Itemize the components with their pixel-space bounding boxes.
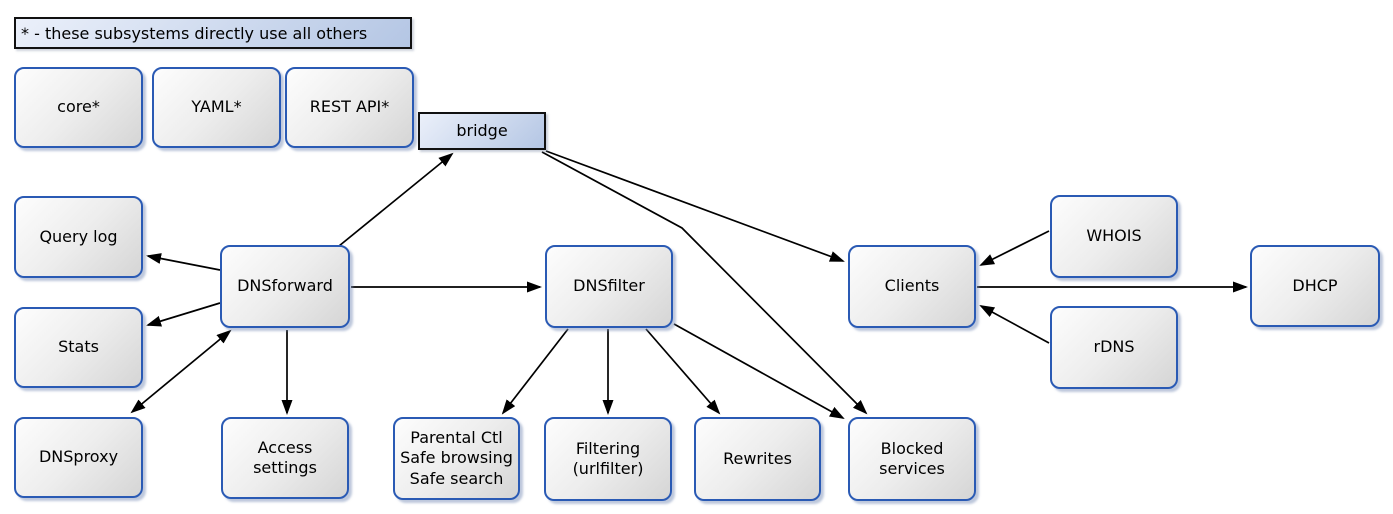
- node-label: Query log: [39, 226, 118, 246]
- node-rdns: rDNS: [1050, 306, 1178, 389]
- node-label: Clients: [884, 276, 940, 296]
- node-label: bridge: [456, 120, 508, 140]
- node-label: Safe search: [409, 468, 504, 488]
- node-label: Access: [257, 437, 313, 457]
- edge-dnsforward-to-dnsproxy: [130, 329, 232, 414]
- node-label: Blocked: [880, 438, 944, 458]
- node-label: DNSproxy: [38, 447, 119, 467]
- legend-text: * - these subsystems directly use all ot…: [21, 23, 368, 43]
- node-rewrites: Rewrites: [694, 417, 821, 501]
- edge-dnsfilter-to-rewrites: [645, 328, 721, 415]
- edge-dnsforward-to-querylog: [146, 253, 221, 271]
- node-label: core*: [57, 97, 100, 117]
- node-querylog: Query log: [14, 196, 143, 278]
- node-yaml: YAML*: [152, 67, 281, 148]
- edge-dnsforward-to-bridge: [338, 152, 454, 247]
- node-filtering: Filtering(urlfilter): [544, 417, 672, 501]
- node-dnsproxy: DNSproxy: [14, 417, 143, 498]
- edge-dnsfilter-to-blocked: [673, 323, 845, 419]
- legend-box: * - these subsystems directly use all ot…: [14, 17, 412, 49]
- edge-dnsforward-to-stats: [146, 302, 221, 327]
- node-whois: WHOIS: [1050, 195, 1178, 278]
- node-dnsforward: DNSforward: [220, 245, 350, 328]
- node-label: DHCP: [1292, 275, 1338, 295]
- node-label: DNSfilter: [573, 276, 645, 296]
- node-label: Filtering: [575, 438, 641, 458]
- node-label: Stats: [58, 337, 99, 357]
- node-bridge: bridge: [418, 112, 546, 150]
- node-restapi: REST API*: [285, 67, 414, 148]
- node-clients: Clients: [848, 245, 976, 328]
- node-label: (urlfilter): [572, 459, 644, 478]
- node-label: Safe browsing: [400, 448, 513, 468]
- edge-dnsfilter-to-parental: [501, 328, 569, 415]
- node-core: core*: [14, 67, 143, 148]
- node-label: rDNS: [1093, 337, 1135, 357]
- node-dhcp: DHCP: [1250, 245, 1380, 327]
- node-label: YAML*: [191, 97, 242, 117]
- edge-whois-to-clients: [979, 230, 1050, 266]
- node-label: settings: [253, 458, 317, 477]
- edge-rdns-to-clients: [979, 305, 1050, 344]
- node-label: services: [879, 459, 945, 478]
- node-label: Rewrites: [723, 448, 792, 468]
- node-stats: Stats: [14, 307, 143, 388]
- node-label: WHOIS: [1086, 226, 1142, 246]
- node-label: REST API*: [309, 97, 390, 117]
- edge-bridge-to-clients: [545, 150, 845, 262]
- node-label: Parental Ctl: [410, 427, 503, 447]
- edge-bridge-to-blocked: [541, 151, 868, 415]
- node-dnsfilter: DNSfilter: [545, 245, 673, 328]
- node-label: DNSforward: [237, 276, 333, 296]
